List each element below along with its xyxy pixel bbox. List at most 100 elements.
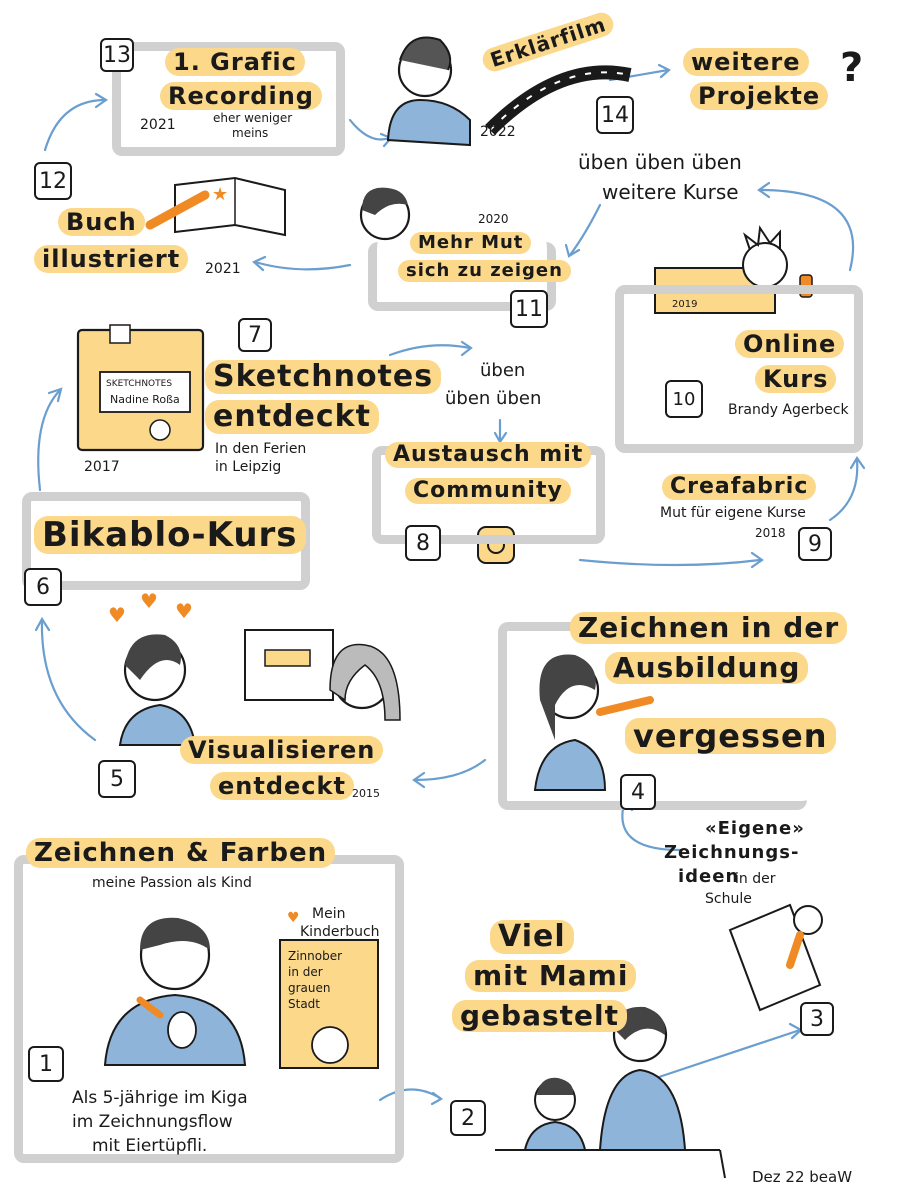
step-12-year: 2021 <box>205 261 241 277</box>
step-number-14: 14 <box>596 96 634 134</box>
kids-book-title-4: Stadt <box>288 997 320 1011</box>
step-number-2: 2 <box>450 1100 486 1136</box>
arrow-4-5 <box>413 758 487 782</box>
step-number-7: 7 <box>238 318 272 352</box>
orange-pencil-3 <box>786 931 804 969</box>
arrow-11-12 <box>253 260 352 271</box>
child-drawing-illustration: ♥ <box>103 910 379 1069</box>
arrow-8-9 <box>578 558 762 567</box>
arrow-practice-11 <box>568 203 602 257</box>
arrow-5-6-head <box>34 616 51 632</box>
step-1-caption-2: im Zeichnungsflow <box>72 1112 233 1132</box>
arrow-6-7 <box>37 388 62 492</box>
paper-sheet <box>728 903 822 1012</box>
step-13-note-2: meins <box>232 126 269 140</box>
step-7-year: 2017 <box>84 459 120 475</box>
book-label-box <box>99 371 191 413</box>
film-person-hair <box>399 36 452 71</box>
step-10-year: 2019 <box>672 299 698 310</box>
step-7-sub-1: In den Ferien <box>215 441 307 457</box>
table-leg <box>719 1149 726 1179</box>
arrow-4-5-head <box>412 771 426 789</box>
sketchnotes-book-title: SKETCHNOTES <box>106 379 173 389</box>
arrow-12-13-head <box>94 92 109 109</box>
step-14-year: 2022 <box>480 124 516 140</box>
step-number-4: 4 <box>620 774 656 810</box>
step-number-13: 13 <box>100 38 134 72</box>
next-projects-title-1: weitere <box>683 48 809 76</box>
arrow-8-9-head <box>750 551 764 569</box>
film-person-body <box>386 98 471 147</box>
question-mark: ? <box>840 45 865 91</box>
mother-body <box>598 1068 687 1151</box>
heart-icon: ♥ <box>287 910 300 926</box>
sketchnotes-book-author: Nadine Roßa <box>110 393 180 406</box>
heart-icon: ♥ <box>108 603 126 627</box>
step-7-title-2: entdeckt <box>205 400 379 434</box>
step-6-title: Bikablo-Kurs <box>34 516 306 554</box>
step-4-title-1: Zeichnen in der <box>570 612 848 644</box>
frame-13 <box>112 42 345 156</box>
step-number-3: 3 <box>800 1002 834 1036</box>
step-2-title-3: gebastelt <box>452 1000 627 1032</box>
orange-pencil-12 <box>145 190 210 230</box>
instructor-hair <box>743 225 781 251</box>
kids-book-label-1: Mein <box>312 906 346 922</box>
mother-hair <box>615 1006 666 1040</box>
face-illustration-11 <box>359 187 411 241</box>
woman-5b-hair <box>329 643 401 721</box>
step-3-text-5: Schule <box>705 891 752 907</box>
step-12-title-1: Buch <box>58 208 145 236</box>
next-projects-title-2: Projekte <box>690 82 829 110</box>
arrow-5-6 <box>40 618 97 742</box>
step-3-text-1: «Eigene» <box>705 818 805 839</box>
step-13-year: 2021 <box>140 117 176 133</box>
practice-text-8-2: üben üben <box>445 388 542 409</box>
kids-book-title-1: Zinnober <box>288 949 343 963</box>
step-number-6: 6 <box>24 568 62 606</box>
arrow-9-10-head <box>849 455 866 470</box>
step-7-title-1: Sketchnotes <box>205 360 442 394</box>
orange-pencil-4 <box>596 696 654 716</box>
step-9-title: Creafabric <box>662 474 817 500</box>
step-number-5: 5 <box>98 760 136 798</box>
step-11-title-2: sich zu zeigen <box>398 260 571 282</box>
book-decoration <box>149 419 171 441</box>
kids-book-title-2: in der <box>288 965 323 979</box>
arrow-7-8-head <box>460 340 473 357</box>
child-1-hair <box>140 917 210 950</box>
kids-book-label-2: Kinderbuch <box>300 924 380 940</box>
arrow-10-11-head <box>757 181 771 199</box>
woman-4-body <box>533 738 607 791</box>
step-1-caption-1: Als 5-jährige im Kiga <box>72 1088 248 1108</box>
step-11-year: 2020 <box>478 212 509 226</box>
arrow-2-3 <box>648 1028 802 1082</box>
film-perforation <box>489 71 631 131</box>
step-11-title-1: Mehr Mut <box>410 232 532 254</box>
crafting-illustration <box>495 1006 726 1179</box>
heart-icon: ♥ <box>140 589 158 613</box>
visualizing-illustration: ♥ ♥ ♥ <box>108 589 401 746</box>
arrow-9-10 <box>828 458 859 522</box>
egg <box>167 1011 197 1049</box>
step-8-title-2: Community <box>405 478 571 504</box>
step-number-8: 8 <box>405 525 441 561</box>
idea-illustration <box>728 903 823 1012</box>
arrow-1-2-head <box>430 1091 444 1106</box>
woman-5-hair <box>125 634 181 680</box>
sketchnotes-book <box>76 324 205 452</box>
step-3-text-2: Zeichnungs- <box>664 842 800 863</box>
woman-5-body <box>118 703 197 746</box>
step-10-title-1: Online <box>735 330 845 358</box>
kids-book-figure <box>311 1026 349 1064</box>
heart-icon: ♥ <box>175 599 193 623</box>
arrow-10-11 <box>758 188 855 272</box>
step-1-title: Zeichnen & Farben <box>26 838 336 868</box>
step-4-title-3: vergessen <box>625 718 836 754</box>
woman-pencil-illustration <box>533 654 654 791</box>
star-icon: ★ <box>212 184 228 205</box>
illustrated-book: ★ <box>145 176 286 237</box>
practice-text-11-2: weitere Kurse <box>602 180 739 204</box>
